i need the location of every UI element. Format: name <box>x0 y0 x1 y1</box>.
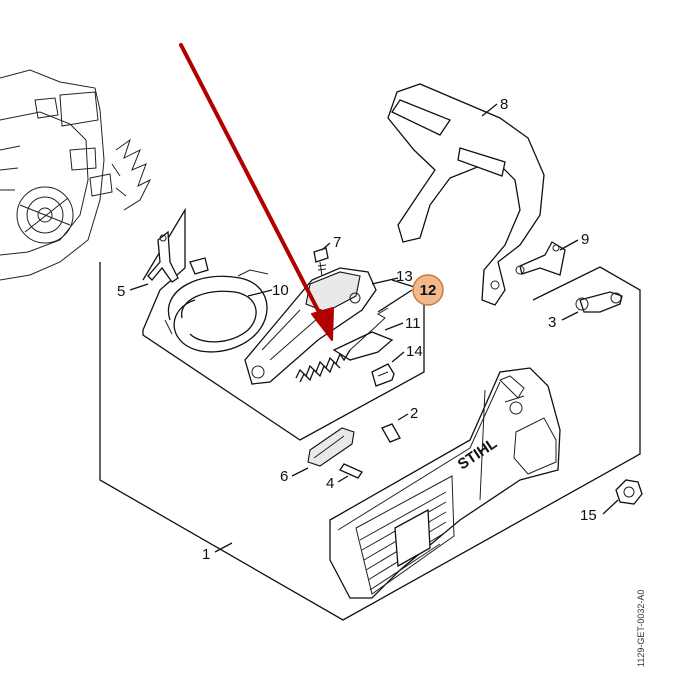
main-assembly-frame <box>99 262 641 621</box>
wire-link-part-11 <box>332 331 394 361</box>
hand-guard-part <box>387 83 545 306</box>
drawing-code: 1129-GET-0032-A0 <box>636 589 646 667</box>
part-label-9: 9 <box>581 231 589 248</box>
brake-lever-part <box>515 241 566 276</box>
lever-pin-part <box>575 291 623 313</box>
spring-part-12 <box>295 307 389 383</box>
part-label-12: 12 <box>420 282 437 299</box>
part-label-4: 4 <box>326 475 334 492</box>
engine-housing-background <box>0 69 152 281</box>
screw-part-7 <box>313 247 329 277</box>
part-label-1: 1 <box>202 546 210 563</box>
pin-part-4 <box>339 463 363 479</box>
part-label-5: 5 <box>117 283 125 300</box>
brake-lever-assembly-13 <box>244 267 377 385</box>
small-screw-part <box>189 257 209 275</box>
part-label-14: 14 <box>406 343 423 360</box>
part-number-labels: 1 2 3 4 5 6 7 8 9 10 11 13 14 15 <box>117 96 597 563</box>
nut-part-15 <box>615 479 643 505</box>
leader-lines <box>129 103 619 553</box>
part-label-10: 10 <box>272 282 289 299</box>
red-pointer-arrow <box>179 43 334 341</box>
part-label-6: 6 <box>280 468 288 485</box>
part-label-3: 3 <box>548 314 556 331</box>
pin-part-2 <box>381 423 401 443</box>
block-part-14 <box>371 363 395 387</box>
part-label-13: 13 <box>396 268 413 285</box>
highlight-callout-12: 12 <box>412 274 444 306</box>
sub-assembly-frame <box>142 207 425 441</box>
part-label-8: 8 <box>500 96 508 113</box>
bracket-part-5 <box>147 230 179 283</box>
part-label-7: 7 <box>333 234 341 251</box>
vent-grille <box>355 475 455 595</box>
part-label-15: 15 <box>580 507 597 524</box>
brake-band-part <box>164 269 269 353</box>
part-label-2: 2 <box>410 405 418 422</box>
part-label-11: 11 <box>405 315 421 332</box>
block-part-6 <box>307 427 355 467</box>
sprocket-cover-part: STIHL <box>329 367 561 599</box>
